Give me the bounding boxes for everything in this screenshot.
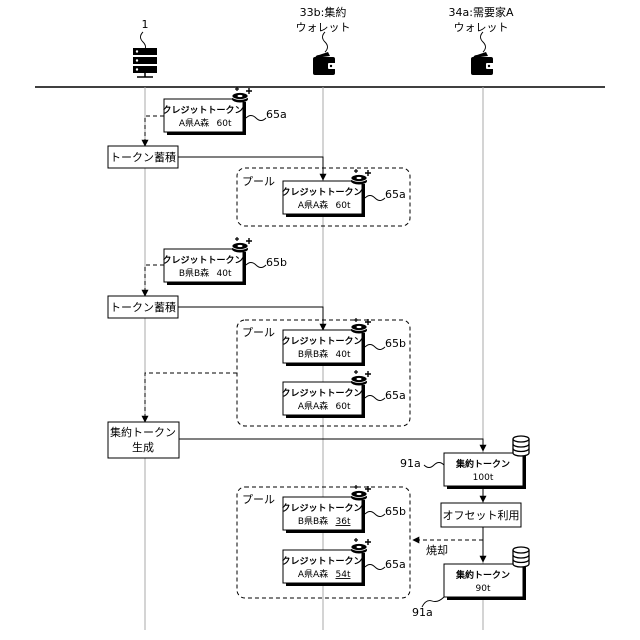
ct4-ref: 65b <box>385 337 406 350</box>
credit-token-ct5: クレジットトークン A県A森 60t 65a <box>281 370 405 418</box>
ct3-amount: 40t <box>217 269 232 279</box>
wallet-b-label: 33b:集約 <box>300 5 347 19</box>
ct4-region: B県B森 <box>298 348 328 360</box>
step-accumulate-1-label: トークン蓄積 <box>110 150 176 164</box>
coin-icon <box>232 237 252 253</box>
coin-icon <box>232 87 252 103</box>
wallet-a-label-line2: ウォレット <box>454 21 509 34</box>
coin-stack-icon <box>513 436 529 456</box>
at2-title: 集約トークン <box>455 569 510 581</box>
ct1-region: A県A森 <box>179 117 209 129</box>
server-icon <box>133 48 157 77</box>
credit-token-ct1: クレジットトークン A県A森 60t 65a <box>162 87 286 135</box>
ct3-region: B県B森 <box>179 267 209 279</box>
ct3-title: クレジットトークン <box>162 255 243 266</box>
connector <box>145 265 164 296</box>
ct2-amount: 60t <box>336 201 351 211</box>
wallet-a-label: 34a:需要家A <box>449 5 514 19</box>
burn-label: 焼却 <box>426 544 448 557</box>
credit-token-ct4: クレジットトークン B県B森 40t 65b <box>281 318 406 366</box>
connector <box>145 373 237 422</box>
ct1-ref: 65a <box>266 108 287 121</box>
at2-amount: 90t <box>476 584 491 594</box>
step-offset-use-label: オフセット利用 <box>443 509 520 522</box>
ct2-region: A県A森 <box>298 199 328 211</box>
ct4-amount: 40t <box>336 350 351 360</box>
ct7-ref: 65a <box>385 558 406 571</box>
wallet-a-icon <box>471 52 494 75</box>
ct5-region: A県A森 <box>298 400 328 412</box>
at1-amount: 100t <box>473 473 494 483</box>
ct7-amount: 54t <box>336 570 351 580</box>
coin-stack-icon <box>513 547 529 567</box>
ct2-title: クレジットトークン <box>281 187 362 198</box>
pool-3-label: プール <box>242 493 275 506</box>
ct5-ref: 65a <box>385 389 406 402</box>
ct4-title: クレジットトークン <box>281 336 362 347</box>
ct7-title: クレジットトークン <box>281 556 362 567</box>
pool-2-label: プール <box>242 326 275 339</box>
step-accumulate-2-label: トークン蓄積 <box>110 300 176 314</box>
coin-icon <box>351 169 371 185</box>
ct6-title: クレジットトークン <box>281 503 362 514</box>
ct1-amount: 60t <box>217 119 232 129</box>
wallet-b-label-line2: ウォレット <box>296 21 351 34</box>
aggregate-token-at2: 集約トークン 90t 91a <box>412 547 529 619</box>
server-label: 1 <box>142 18 149 31</box>
ct5-amount: 60t <box>336 402 351 412</box>
at1-ref: 91a <box>400 457 421 470</box>
ct6-region: B県B森 <box>298 515 328 527</box>
credit-token-ct3: クレジットトークン B県B森 40t 65b <box>162 237 287 285</box>
ct6-amount: 36t <box>336 517 351 527</box>
pool-1-label: プール <box>242 175 275 188</box>
aggregate-token-at1: 集約トークン 100t 91a <box>400 436 529 489</box>
connector <box>179 439 483 451</box>
wallet-b-icon <box>313 52 336 75</box>
coin-icon <box>351 538 371 554</box>
ct7-region: A県A森 <box>298 568 328 580</box>
at1-title: 集約トークン <box>455 458 510 470</box>
credit-token-ct6: クレジットトークン B県B森 36t 65b <box>281 485 406 533</box>
coin-icon <box>351 370 371 386</box>
step-aggregate-label: 集約トークン <box>110 425 176 439</box>
ct5-title: クレジットトークン <box>281 388 362 399</box>
ct6-ref: 65b <box>385 505 406 518</box>
ct3-ref: 65b <box>266 256 287 269</box>
connector <box>145 116 164 146</box>
ct1-title: クレジットトークン <box>162 105 243 116</box>
step-aggregate-label-line2: 生成 <box>132 440 154 454</box>
ct2-ref: 65a <box>385 188 406 201</box>
at2-ref: 91a <box>412 606 433 619</box>
credit-token-ct7: クレジットトークン A県A森 54t 65a <box>281 538 405 586</box>
credit-token-ct2: クレジットトークン A県A森 60t 65a <box>281 169 405 217</box>
